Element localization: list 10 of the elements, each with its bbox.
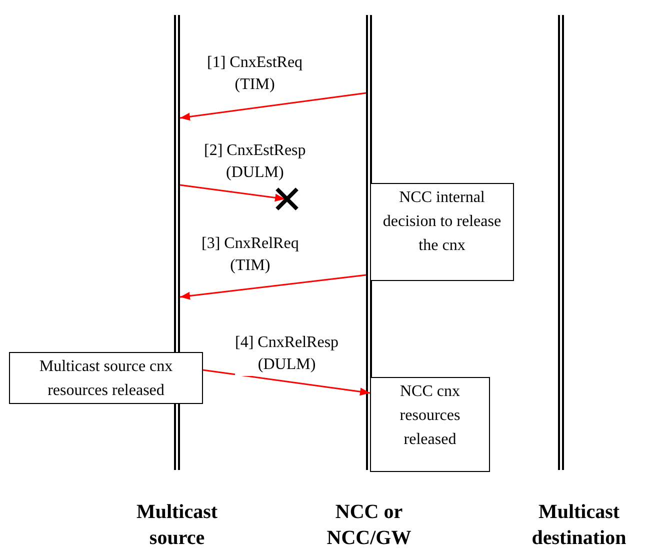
note-box: Multicast source cnx resources released bbox=[9, 352, 203, 404]
note-box: NCC cnx resources released bbox=[370, 377, 490, 472]
lifeline-label: Multicast destination bbox=[530, 500, 628, 551]
note-box: NCC internal decision to release the cnx bbox=[370, 183, 514, 281]
arrow bbox=[180, 92, 366, 121]
lifeline-label: Multicast source bbox=[135, 500, 219, 551]
cross-mark bbox=[275, 187, 299, 211]
arrow bbox=[180, 184, 286, 202]
arrow bbox=[202, 369, 370, 396]
lifeline-label: NCC or NCC/GW bbox=[326, 500, 412, 551]
